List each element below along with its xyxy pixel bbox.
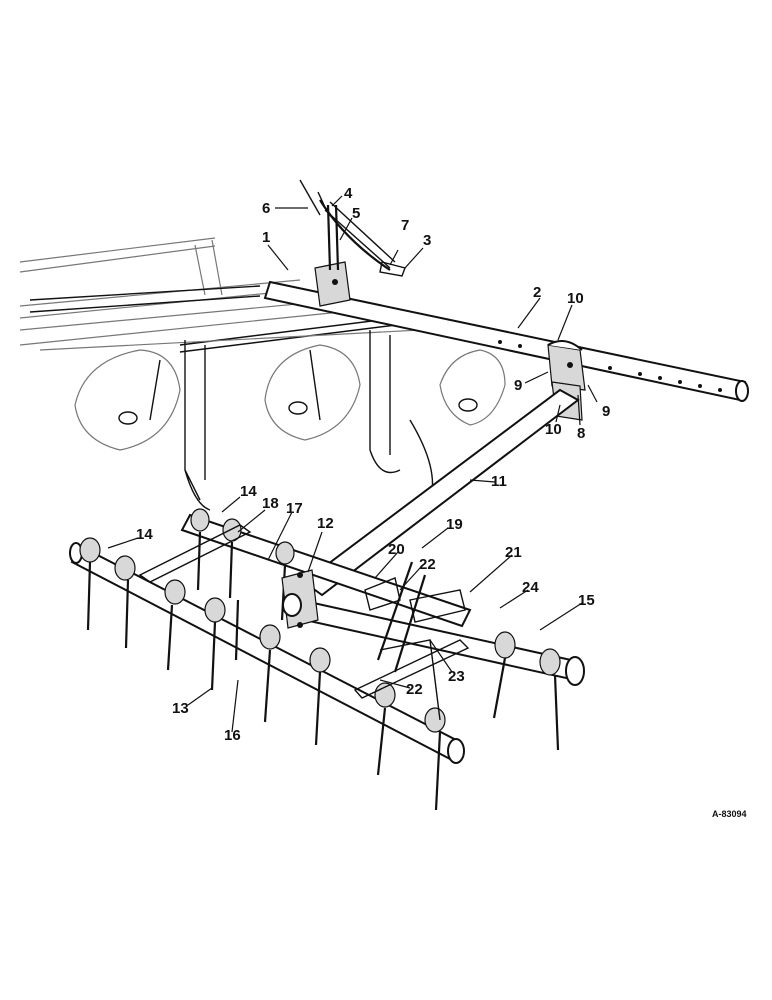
callout-9b: 9 bbox=[602, 403, 610, 420]
callout-24: 24 bbox=[522, 579, 539, 596]
tool-bar bbox=[263, 280, 749, 402]
drawing-reference: A-83094 bbox=[712, 809, 747, 819]
callout-22b: 22 bbox=[406, 681, 423, 698]
callout-10b: 10 bbox=[545, 421, 562, 438]
callout-14a: 14 bbox=[240, 483, 257, 500]
callout-2: 2 bbox=[533, 284, 541, 301]
callout-10a: 10 bbox=[567, 290, 584, 307]
callout-19: 19 bbox=[446, 516, 463, 533]
callout-11: 11 bbox=[491, 473, 507, 490]
callout-15: 15 bbox=[578, 592, 595, 609]
callout-4: 4 bbox=[344, 185, 353, 202]
callout-13: 13 bbox=[172, 700, 189, 717]
planter-frame bbox=[19, 237, 421, 353]
mounting-bracket bbox=[299, 179, 406, 307]
harrow-assembly bbox=[69, 508, 585, 811]
callout-16: 16 bbox=[224, 727, 241, 744]
callout-labels: 6 4 5 7 3 1 2 10 9 9 10 8 11 14 14 18 17… bbox=[136, 185, 610, 744]
callout-5: 5 bbox=[352, 205, 360, 222]
callout-3: 3 bbox=[423, 232, 431, 249]
diagonal-arm bbox=[302, 388, 580, 597]
callout-23: 23 bbox=[448, 668, 465, 685]
callout-21: 21 bbox=[505, 544, 522, 561]
callout-leaders bbox=[107, 195, 598, 733]
callout-9a: 9 bbox=[514, 377, 522, 394]
callout-6: 6 bbox=[262, 200, 270, 217]
callout-17: 17 bbox=[286, 500, 303, 517]
callout-18: 18 bbox=[262, 495, 279, 512]
callout-7: 7 bbox=[401, 217, 409, 234]
callout-22a: 22 bbox=[419, 556, 436, 573]
callout-20: 20 bbox=[388, 541, 405, 558]
callout-12: 12 bbox=[317, 515, 334, 532]
callout-8: 8 bbox=[577, 425, 585, 442]
callout-14b: 14 bbox=[136, 526, 153, 543]
callout-1: 1 bbox=[262, 229, 270, 246]
